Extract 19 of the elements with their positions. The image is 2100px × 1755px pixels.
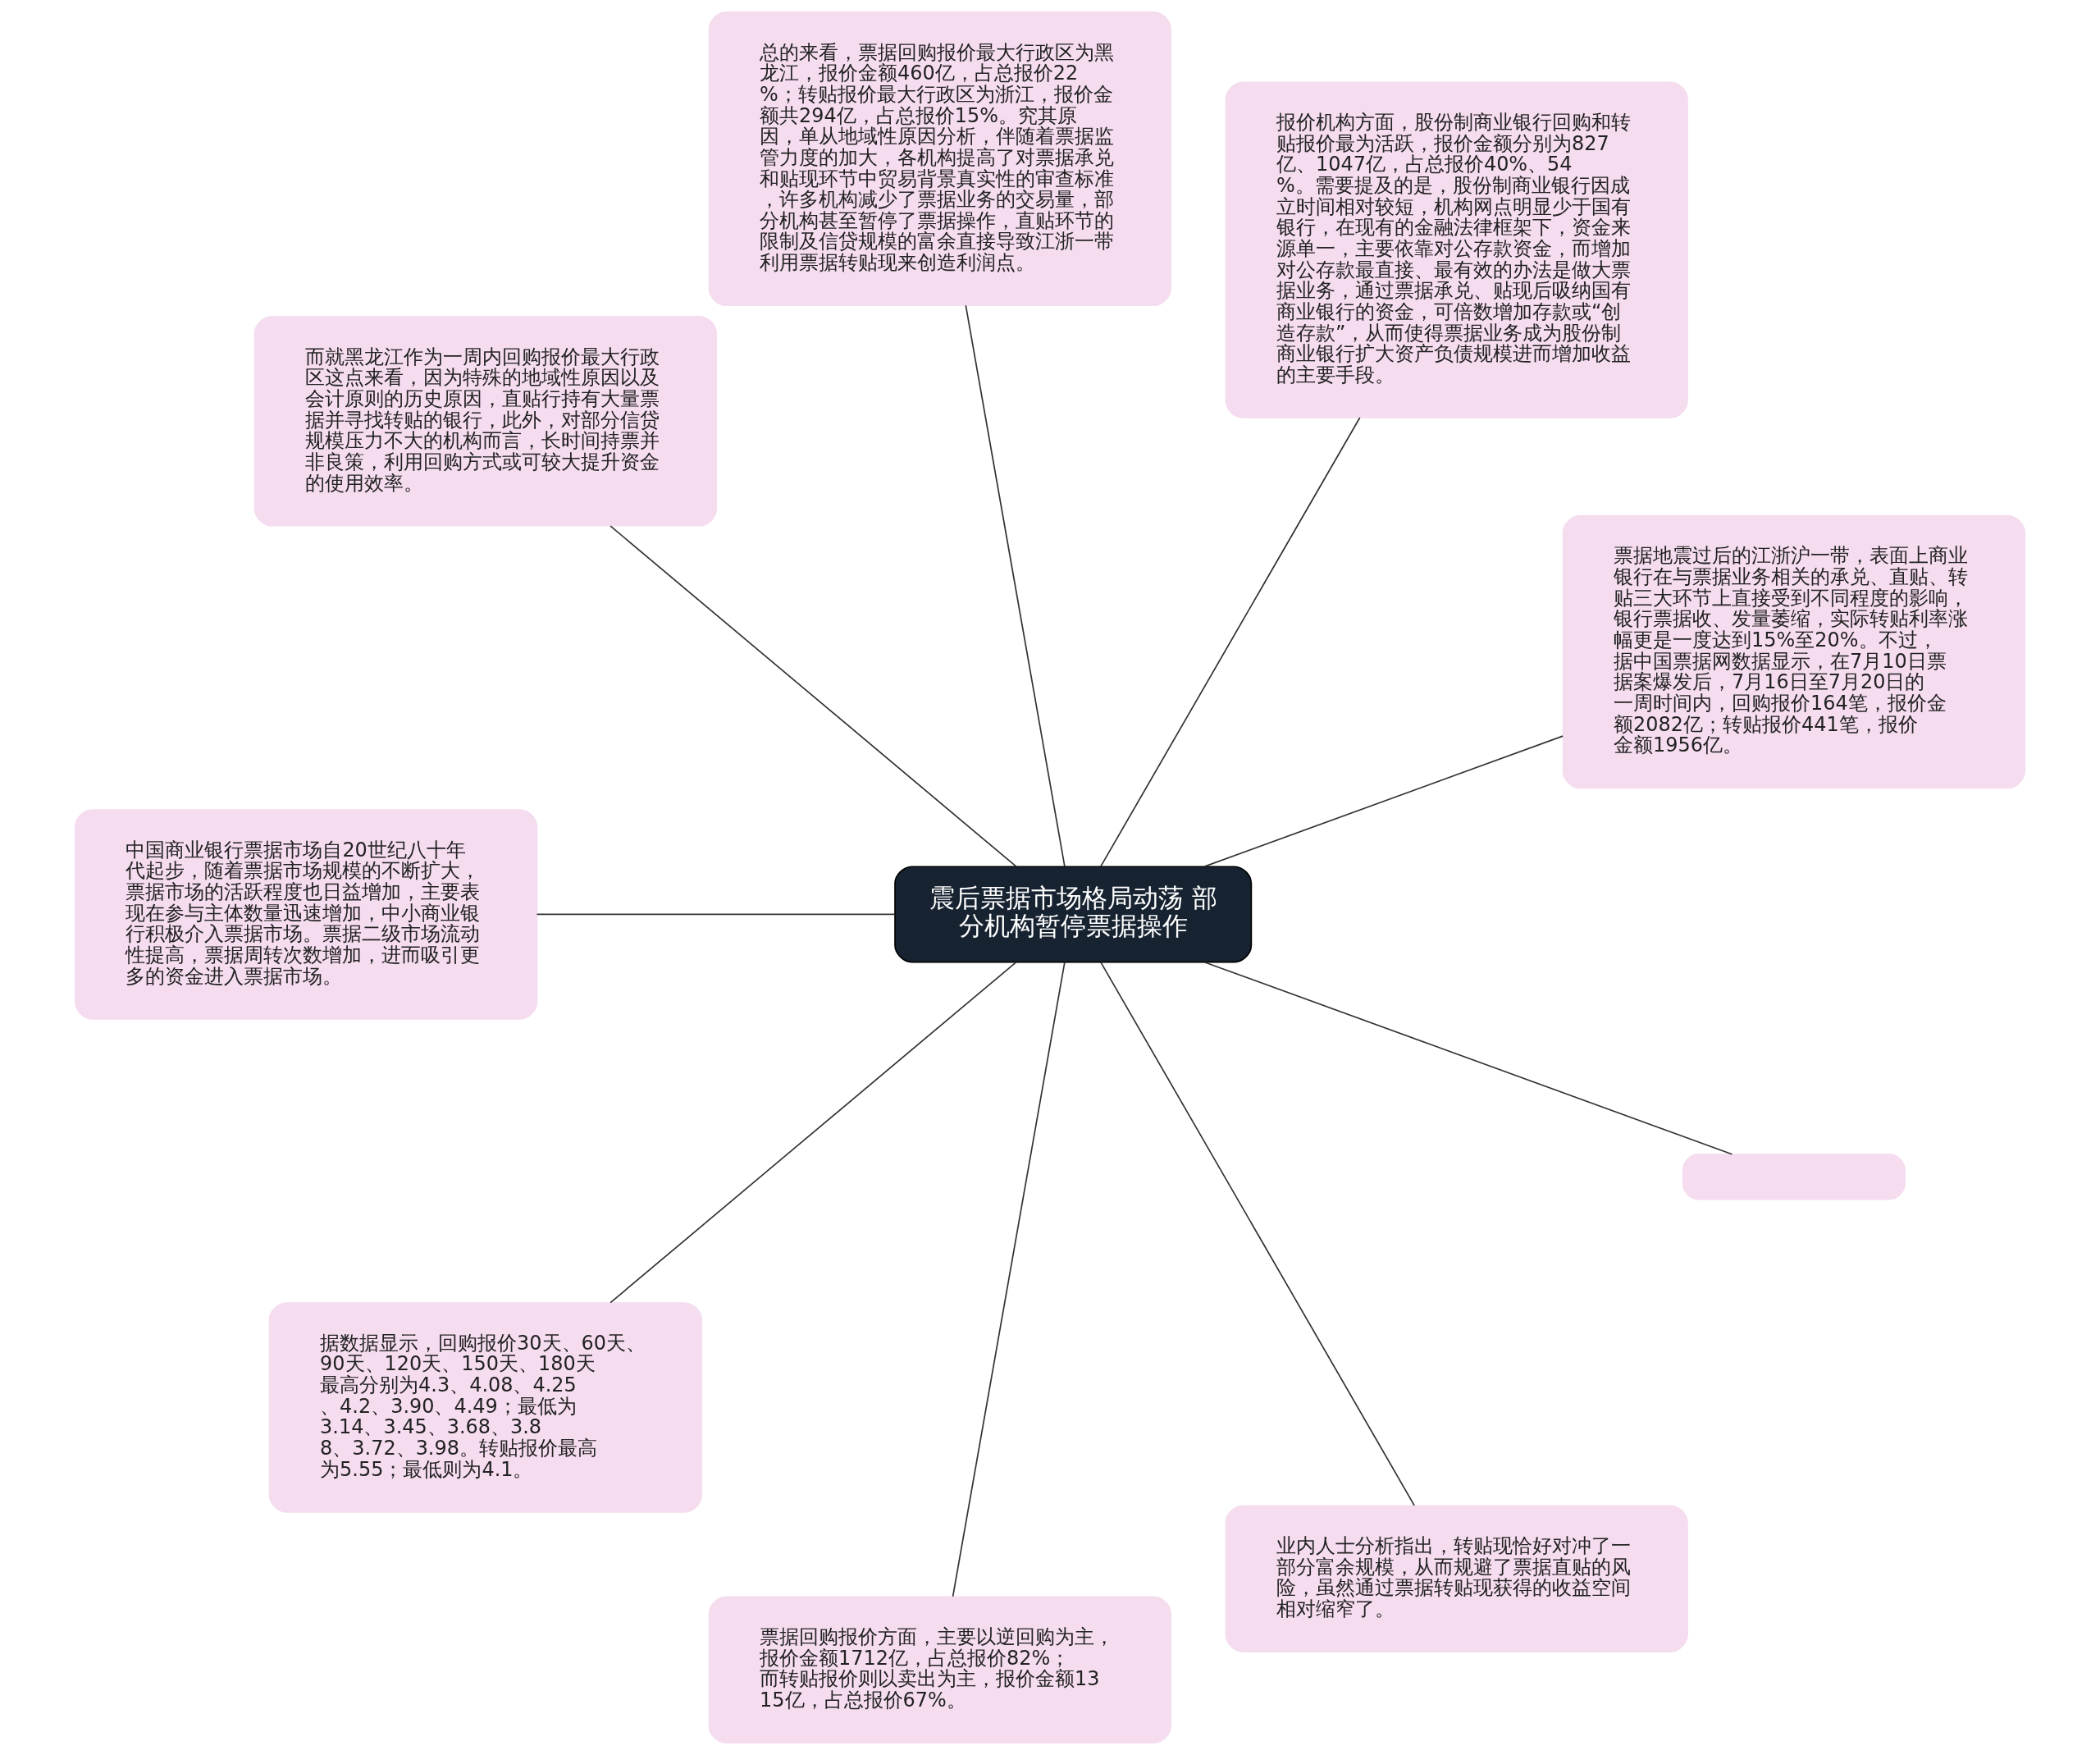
connector <box>1099 417 1361 867</box>
connector <box>609 961 1017 1304</box>
connector <box>1203 735 1564 867</box>
connector <box>609 525 1017 868</box>
node-box: 报价机构方面，股份制商业银行回购和转贴报价最为活跃，报价金额分别为827亿、1047亿，占总报价40%、54%。需要提及的是，股份制商业银行因成立时间相对较短，机构网点明显少于国有银行，在现有的金融法律框架下，资金来源单一，主要依靠对公存款资金，而增加对公存款最直接、最有效的办法是做大票据业务，通过票据承兑、贴现后吸纳国有商业银行的资金，可倍数增加存款或“创造存款”，从而使得票据业务成为股份制商业银行扩大资产负债规模进而增加收益的主要手段。 <box>1225 81 1688 418</box>
node-box: 据数据显示，回购报价30天、60天、90天、120天、150天、180天最高分别为4.3、4.08、4.25、4.2、3.90、4.49；最低为3.14、3.45、3.68、3.88、3.72、3.98。转贴报价最高为5.55；最低则为4.1。 <box>268 1302 703 1513</box>
connector <box>1203 961 1733 1155</box>
connector <box>965 304 1066 867</box>
connector <box>536 913 896 916</box>
node-box: 票据回购报价方面，主要以逆回购为主，报价金额1712亿，占总报价82%；而转贴报价则以卖出为主，报价金额1315亿，占总报价67%。 <box>708 1596 1171 1744</box>
node-box: 总的来看，票据回购报价最大行政区为黑龙江，报价金额460亿，占总报价22%；转贴报价最大行政区为浙江，报价金额共294亿，占总报价15%。究其原因，单从地域性原因分析，伴随着票据监管力度的加大，各机构提高了对票据承兑和贴现环节中贸易背景真实性的审查标准，许多机构减少了票据业务的交易量，部分机构甚至暂停了票据操作，直贴环节的限制及信贷规模的富余直接导致江浙一带利用票据转贴现来创造利润点。 <box>708 11 1171 307</box>
node-box: 业内人士分析指出，转贴现恰好对冲了一部分富余规模，从而规避了票据直贴的风险，虽然通过票据转贴现获得的收益空间相对缩窄了。 <box>1225 1505 1688 1652</box>
node-box: 而就黑龙江作为一周内回购报价最大行政区这点来看，因为特殊的地域性原因以及会计原则的历史原因，直贴行持有大量票据并寻找转贴的银行，此外，对部分信贷规模压力不大的机构而言，长时间持票并非良策，利用回购方式或可较大提升资金的使用效率。 <box>253 316 718 527</box>
node-box: 票据地震过后的江浙沪一带，表面上商业银行在与票据业务相关的承兑、直贴、转贴三大环节上直接受到不同程度的影响，银行票据收、发量萎缩，实际转贴利率涨幅更是一度达到15%至20%。不过，据中国票据网数据显示，在7月10日票据案爆发后，7月16日至7月20日的一周时间内，回购报价164笔，报价金额2082亿；转贴报价441笔，报价金额1956亿。 <box>1562 514 2025 789</box>
node-box: 中国商业银行票据市场自20世纪八十年代起步，随着票据市场规模的不断扩大，票据市场的活跃程度也日益增加，主要表现在参与主体数量迅速增加，中小商业银行积极介入票据市场。票据二级市场流动性提高，票据周转次数增加，进而吸引更多的资金进入票据市场。 <box>75 809 538 1020</box>
connector <box>1099 961 1415 1506</box>
connector <box>952 961 1066 1597</box>
node-box <box>1682 1154 1906 1200</box>
node-box: 震后票据市场格局动荡 部分机构暂停票据操作 <box>894 866 1253 963</box>
